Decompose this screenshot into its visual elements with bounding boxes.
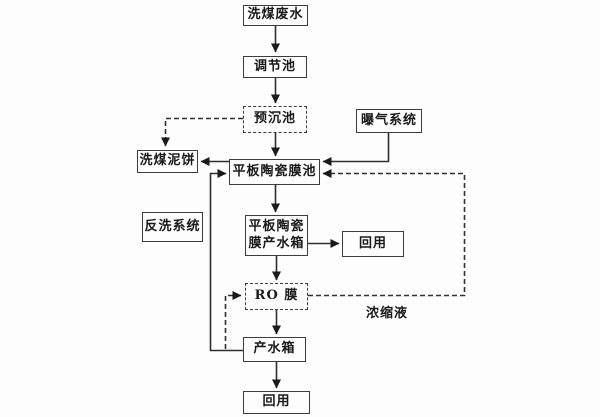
edge-concentrate-return-dashed bbox=[308, 169, 466, 297]
node-aeration-system: 曝气系统 bbox=[356, 109, 422, 133]
node-label: 曝气系统 bbox=[360, 112, 417, 128]
node-reuse-upper: 回用 bbox=[342, 231, 404, 257]
node-label: 回用 bbox=[358, 235, 387, 251]
node-reuse-lower: 回用 bbox=[243, 391, 310, 414]
concentrate-edge-label: 浓缩液 bbox=[366, 306, 409, 321]
node-label: 洗煤废水 bbox=[247, 7, 304, 23]
node-product-water-tank: 产水箱 bbox=[243, 337, 306, 362]
node-label: RO 膜 bbox=[254, 288, 299, 304]
node-label-line1: 平板陶瓷 bbox=[248, 218, 305, 234]
node-ro-membrane: RO 膜 bbox=[245, 283, 308, 310]
node-backwash-system: 反洗系统 bbox=[142, 212, 203, 242]
node-coal-washing-wastewater: 洗煤废水 bbox=[243, 5, 308, 26]
node-flat-ceramic-membrane-tank: 平板陶瓷膜池 bbox=[229, 159, 320, 185]
node-label: 洗煤泥饼 bbox=[139, 153, 196, 169]
edge-product-tank-to-ro-dashed bbox=[224, 291, 242, 349]
node-label: 预沉池 bbox=[253, 111, 296, 127]
node-coal-mud-cake: 洗煤泥饼 bbox=[137, 150, 198, 173]
edge-presediment-to-mudcake-dashed bbox=[161, 117, 243, 147]
node-presedimentation-tank: 预沉池 bbox=[243, 106, 307, 133]
node-membrane-product-water-tank: 平板陶瓷 膜产水箱 bbox=[245, 215, 308, 256]
edge-aeration-to-membrane-tank bbox=[322, 133, 390, 166]
node-label: 调节池 bbox=[253, 58, 296, 74]
edge-product-tank-to-membrane-tank bbox=[209, 169, 243, 352]
node-label: 产水箱 bbox=[253, 341, 296, 357]
node-label: 平板陶瓷膜池 bbox=[232, 163, 317, 179]
node-label: 回用 bbox=[262, 394, 291, 410]
node-label: 反洗系统 bbox=[144, 218, 201, 234]
node-label-line2: 膜产水箱 bbox=[248, 235, 305, 251]
node-regulating-tank: 调节池 bbox=[243, 56, 307, 78]
